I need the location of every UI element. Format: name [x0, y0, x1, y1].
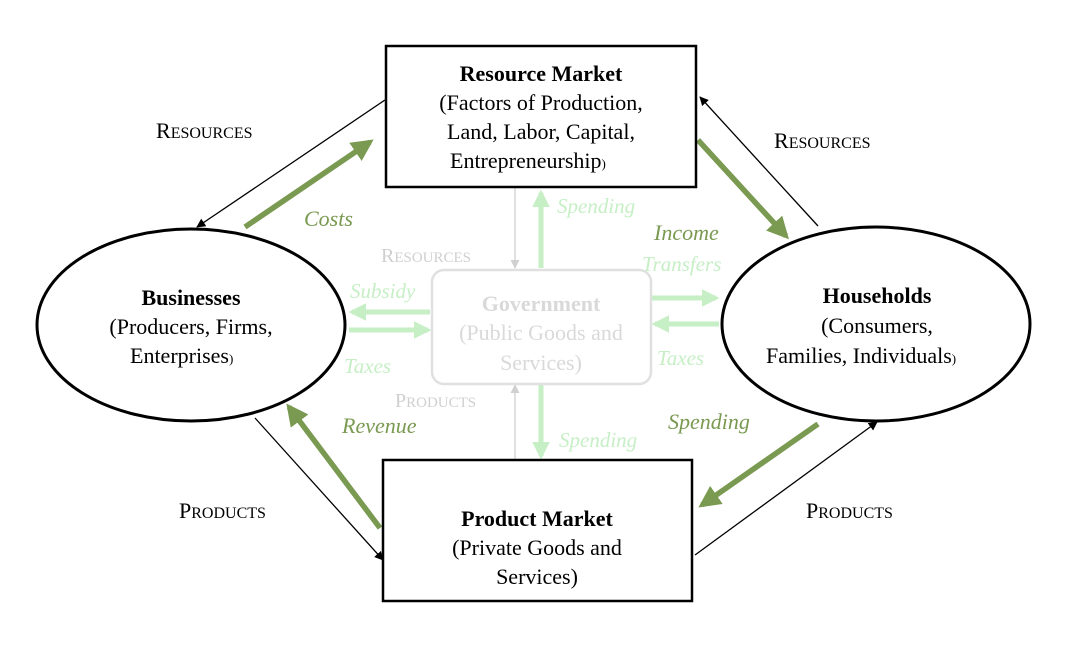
product-market-node: Product Market (Private Goods and Servic… — [381, 458, 694, 603]
income-label: Income — [653, 220, 719, 245]
resources-label-left: RESOURCES — [156, 118, 252, 143]
products-label-right: PRODUCTS — [806, 498, 893, 523]
businesses-title: Businesses — [141, 285, 240, 310]
businesses-line2-row: Enterprises) — [130, 343, 233, 368]
taxes-left-label: Taxes — [344, 354, 391, 378]
resource-market-line3: Entrepreneurship — [450, 148, 602, 173]
products-label-left: PRODUCTS — [179, 498, 266, 523]
government-line1: (Public Goods and — [459, 320, 623, 345]
product-market-line2: Services) — [496, 564, 578, 589]
transfers-label: Transfers — [642, 252, 721, 276]
households-close-paren: ) — [952, 351, 956, 366]
resource-market-line3-row: Entrepreneurship) — [450, 148, 606, 173]
households-spending-arrow — [698, 421, 820, 508]
businesses-node: Businesses (Producers, Firms, Enterprise… — [35, 227, 347, 423]
resources-from-households-arrow — [699, 96, 819, 227]
resources-label-government: RESOURCES — [381, 245, 471, 267]
subsidy-label: Subsidy — [350, 279, 416, 303]
product-market-line1: (Private Goods and — [452, 535, 622, 560]
businesses-line1: (Producers, Firms, — [109, 314, 272, 339]
resource-market-line1: (Factors of Production, — [439, 90, 642, 115]
products-to-households-arrow — [694, 421, 878, 556]
resources-to-businesses-arrow — [196, 99, 386, 228]
products-from-businesses-arrow — [254, 417, 384, 561]
government-node: Government (Public Goods and Services) — [430, 268, 653, 386]
households-line2: Families, Individuals — [766, 343, 952, 368]
households-line1: (Consumers, — [821, 313, 933, 338]
households-title: Households — [823, 283, 932, 308]
businesses-line2: Enterprises — [130, 343, 229, 368]
costs-label: Costs — [304, 206, 353, 231]
government-title: Government — [482, 291, 601, 316]
products-label-government: PRODUCTS — [395, 390, 476, 412]
government-spending-top-label: Spending — [557, 194, 635, 218]
resource-market-close-paren: ) — [602, 156, 606, 171]
resource-market-title: Resource Market — [460, 61, 623, 86]
households-spending-label: Spending — [668, 409, 750, 434]
resource-market-node: Resource Market (Factors of Production, … — [384, 44, 698, 189]
income-arrow — [695, 138, 789, 240]
households-node: Households (Consumers, Families, Individ… — [720, 225, 1032, 423]
households-line2-row: Families, Individuals) — [766, 343, 956, 368]
government-spending-bottom-label: Spending — [559, 428, 637, 452]
costs-arrow — [243, 139, 374, 230]
revenue-arrow — [286, 403, 383, 530]
revenue-label: Revenue — [341, 413, 417, 438]
government-line2: Services) — [500, 350, 582, 375]
resource-market-line2: Land, Labor, Capital, — [447, 119, 635, 144]
businesses-close-paren: ) — [229, 351, 233, 366]
product-market-title: Product Market — [461, 506, 613, 531]
taxes-right-label: Taxes — [657, 346, 704, 370]
resources-label-right: RESOURCES — [774, 128, 870, 153]
